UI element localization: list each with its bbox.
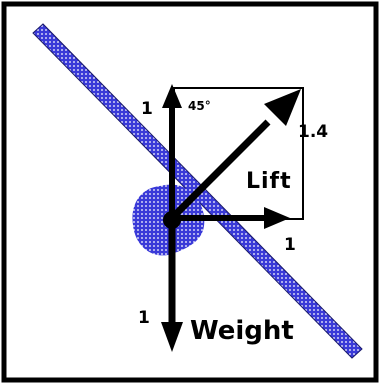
- pivot-point: [163, 211, 181, 229]
- horizontal-arrow-head: [264, 207, 290, 229]
- resultant-arrow: [169, 119, 271, 221]
- weight-arrow-head: [161, 322, 183, 352]
- horizontal-component-label: 1: [284, 235, 296, 255]
- weight-magnitude-label: 1: [138, 308, 150, 328]
- vertical-arrow-head: [162, 84, 182, 108]
- lift-label: Lift: [246, 169, 292, 194]
- resultant-magnitude-label: 1.4: [298, 122, 329, 142]
- angle-label: 45°: [188, 99, 211, 113]
- vertical-component-label: 1: [141, 99, 153, 119]
- weight-label: Weight: [190, 316, 294, 346]
- resultant-arrow-head: [264, 89, 301, 126]
